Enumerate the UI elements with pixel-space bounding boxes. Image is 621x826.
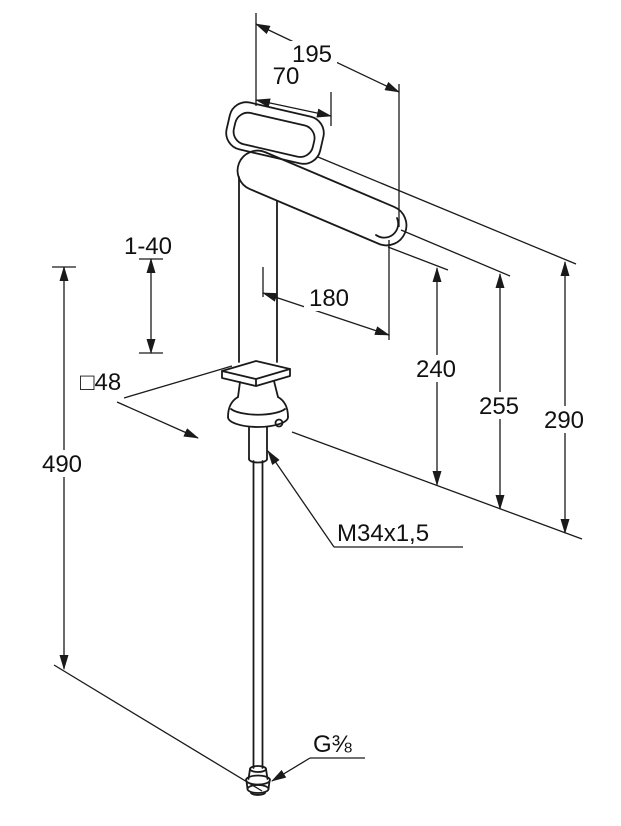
faucet-base-plate (221, 360, 291, 387)
dim-label-290: 290 (544, 407, 584, 434)
faucet-flange (227, 380, 289, 428)
dim-180: 180 (262, 285, 390, 336)
dim-490: 490 (38, 266, 88, 670)
faucet-column (238, 176, 278, 363)
dim-195: 195 (255, 23, 400, 93)
set-screw (274, 418, 284, 428)
dim-label-180: 180 (309, 285, 349, 312)
callout-m34: M34x1,5 (267, 450, 463, 548)
thread-label-m34: M34x1,5 (337, 520, 429, 547)
dim-label-195: 195 (292, 41, 332, 68)
thread-label-g38: G⅜ (313, 731, 353, 758)
dim-label-490: 490 (42, 451, 82, 478)
dim-label-70: 70 (273, 63, 300, 90)
faucet-spout (236, 149, 408, 247)
faucet-connector (245, 765, 271, 796)
dim-label-square48: □48 (80, 369, 121, 396)
dim-label-1-40: 1-40 (124, 233, 172, 260)
dim-square48: □48 (80, 369, 199, 439)
dim-label-240: 240 (416, 356, 456, 383)
faucet-supply-pipe (252, 460, 264, 769)
faucet-body (221, 101, 408, 796)
faucet-threaded-shank (248, 426, 268, 464)
dim-label-255: 255 (479, 393, 519, 420)
dim-290: 290 (539, 261, 590, 534)
dim-240: 240 (411, 267, 462, 486)
callout-g38: G⅜ (271, 731, 365, 782)
dim-70: 70 (255, 63, 332, 118)
dim-255: 255 (474, 273, 525, 510)
dim-1-40: 1-40 (119, 233, 177, 354)
